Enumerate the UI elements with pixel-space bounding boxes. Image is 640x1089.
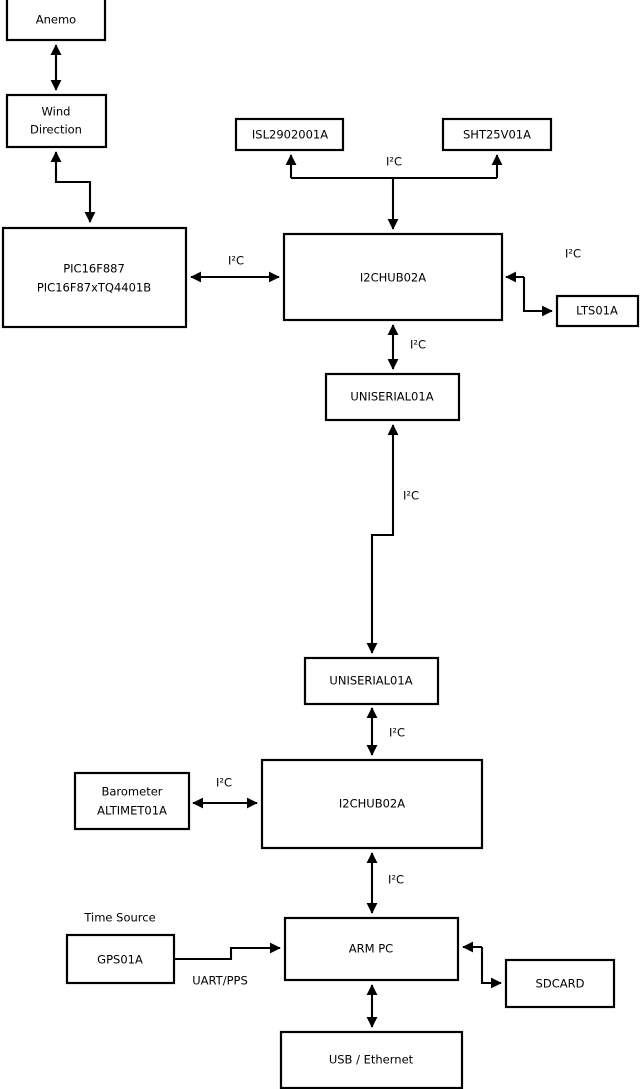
node-label-sht25v01a: SHT25V01A: [463, 128, 531, 142]
node-box-uniserial01a-lower[interactable]: [303, 656, 440, 706]
edge-barometer-hubbottom: I²C: [192, 776, 258, 809]
node-pic-mcu[interactable]: PIC16F887 PIC16F87xTQ4401B: [1, 226, 188, 329]
node-label-gps01a: GPS01A: [97, 953, 143, 967]
edge-label-hubtop-uniserialup: I²C: [410, 338, 426, 352]
node-label-barometer-line1: Barometer: [101, 785, 162, 799]
node-lts01a[interactable]: LTS01A: [555, 294, 640, 328]
edge-label-pic-hubtop: I²C: [228, 254, 244, 268]
node-box-sdcard[interactable]: [504, 958, 616, 1009]
node-i2chub02a-bottom[interactable]: I2CHUB02A: [260, 758, 484, 850]
edge-label-barometer-hubbottom: I²C: [216, 776, 232, 790]
node-box-pic-mcu[interactable]: [1, 226, 188, 329]
node-label-uniserial01a-lower: UNISERIAL01A: [329, 674, 412, 688]
edge-line-wind-pic: [50, 151, 96, 223]
node-label-wind-direction-line1: Wind: [42, 105, 71, 119]
edge-label-hubbottom-armpc: I²C: [388, 873, 404, 887]
node-gps01a[interactable]: GPS01A: [65, 933, 176, 985]
edge-gps-armpc: UART/PPS: [174, 942, 281, 988]
node-sht25v01a[interactable]: SHT25V01A: [441, 117, 553, 152]
node-box-usb-ethernet[interactable]: [279, 1030, 464, 1089]
node-box-arm-pc[interactable]: [283, 916, 460, 982]
edge-line-gps-armpc: [174, 942, 281, 961]
node-uniserial01a-upper[interactable]: UNISERIAL01A: [324, 372, 461, 422]
edge-line-armpc-to-sdcard: [480, 947, 502, 989]
node-label-sdcard: SDCARD: [536, 977, 585, 991]
node-box-sht25v01a[interactable]: [441, 117, 553, 152]
node-isl2902001a[interactable]: ISL2902001A: [234, 117, 345, 152]
edge-label-hubtop-sensorbus: I²C: [386, 155, 402, 169]
node-label-wind-direction-line2: Direction: [30, 123, 82, 137]
node-label-isl2902001a: ISL2902001A: [252, 128, 328, 142]
node-label-uniserial01a-upper: UNISERIAL01A: [350, 390, 433, 404]
edge-label-gps-armpc: UART/PPS: [192, 974, 248, 988]
edge-label-uniserial-link: I²C: [403, 489, 419, 503]
edge-uniserialup-uniserialdn: I²C: [366, 424, 419, 654]
node-label-i2chub02a-top: I2CHUB02A: [360, 271, 426, 285]
edge-hubtop-sensorbus: I²C: [285, 154, 503, 230]
node-wind-direction[interactable]: Wind Direction: [5, 93, 108, 149]
node-box-i2chub02a-bottom[interactable]: [260, 758, 484, 850]
node-box-wind-direction[interactable]: [5, 93, 108, 149]
node-i2chub02a-top[interactable]: I2CHUB02A: [282, 232, 504, 322]
edge-hubtop-uniserialup: I²C: [387, 324, 426, 370]
node-label-i2chub02a-bottom: I2CHUB02A: [339, 797, 405, 811]
node-box-barometer[interactable]: [73, 771, 191, 831]
node-box-i2chub02a-top[interactable]: [282, 232, 504, 322]
node-label-pic-mcu-line1: PIC16F887: [63, 262, 125, 276]
node-uniserial01a-lower[interactable]: UNISERIAL01A: [303, 656, 440, 706]
label-time-source: Time Source: [83, 911, 155, 925]
node-arm-pc[interactable]: ARM PC: [283, 916, 460, 982]
node-box-lts01a[interactable]: [555, 294, 640, 328]
edge-line-hubtop-to-lts: [522, 277, 553, 317]
node-sdcard[interactable]: SDCARD: [504, 958, 616, 1009]
edge-hubtop-lts: I²C: [505, 247, 581, 317]
node-label-lts01a: LTS01A: [576, 304, 618, 318]
node-barometer[interactable]: Barometer ALTIMET01A: [73, 771, 191, 831]
node-usb-ethernet[interactable]: USB / Ethernet: [279, 1030, 464, 1089]
node-box-anemo[interactable]: [5, 0, 107, 42]
node-box-uniserial01a-upper[interactable]: [324, 372, 461, 422]
node-label-pic-mcu-line2: PIC16F87xTQ4401B: [37, 281, 151, 295]
edge-pic-hubtop: I²C: [190, 254, 280, 283]
node-label-arm-pc: ARM PC: [349, 942, 393, 956]
edge-wind-pic: [50, 151, 96, 223]
node-label-anemo: Anemo: [36, 13, 76, 27]
edge-armpc-sdcard: [462, 941, 502, 989]
node-label-usb-ethernet: USB / Ethernet: [329, 1053, 414, 1067]
node-anemo[interactable]: Anemo: [5, 0, 107, 42]
edge-line-uniserial-link: [366, 424, 399, 654]
node-box-isl2902001a[interactable]: [234, 117, 345, 152]
edge-hubbottom-armpc: I²C: [366, 852, 404, 914]
edge-label-hubtop-lts: I²C: [565, 247, 581, 261]
edge-uniserialdn-hubbottom: I²C: [366, 707, 405, 756]
edge-label-uniserialdn-hubbottom: I²C: [389, 726, 405, 740]
node-box-gps01a[interactable]: [65, 933, 176, 985]
node-label-barometer-line2: ALTIMET01A: [97, 804, 167, 818]
